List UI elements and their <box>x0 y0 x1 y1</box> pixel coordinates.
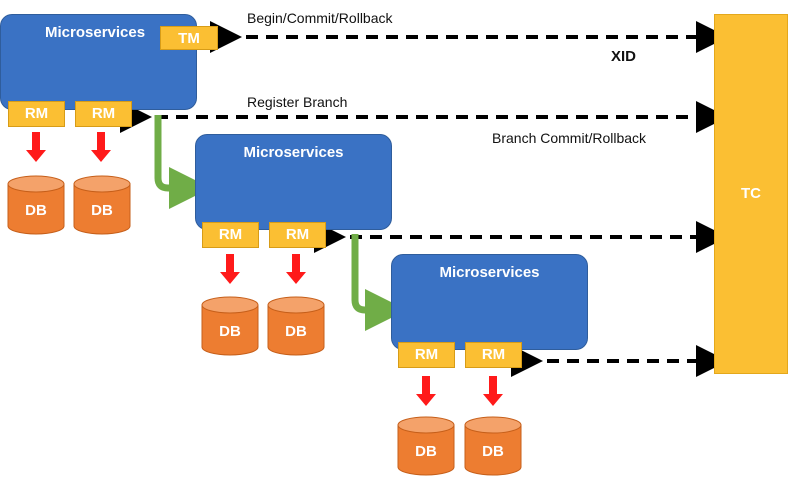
branch-commit-rollback-label: Branch Commit/Rollback <box>492 130 647 146</box>
db-label: DB <box>415 443 437 460</box>
rm-box: RM <box>465 342 522 368</box>
db-label: DB <box>25 202 47 219</box>
begin-commit-rollback-label: Begin/Commit/Rollback <box>247 10 393 26</box>
db-label: DB <box>285 323 307 340</box>
db-cylinder <box>201 296 259 356</box>
db-label: DB <box>219 323 241 340</box>
rm-db-arrow <box>483 376 503 406</box>
flow-arrow-1 <box>154 115 211 209</box>
rm-db-arrow <box>220 254 240 284</box>
rm-box: RM <box>75 101 132 127</box>
microservices-box-2: Microservices <box>195 134 392 230</box>
db-cylinder <box>7 175 65 235</box>
db-label: DB <box>91 202 113 219</box>
rm-db-arrow <box>286 254 306 284</box>
db-cylinder <box>73 175 131 235</box>
flow-arrow-2 <box>351 234 407 331</box>
microservices-title: Microservices <box>45 24 146 41</box>
db-cylinder <box>464 416 522 476</box>
rm-box: RM <box>8 101 65 127</box>
tc-box: TC <box>714 14 788 374</box>
tc-label: TC <box>741 185 761 202</box>
microservices-title: Microservices <box>243 144 344 161</box>
rm-box: RM <box>202 222 259 248</box>
rm-db-arrow <box>91 132 111 162</box>
rm-box: RM <box>398 342 455 368</box>
register-branch-label: Register Branch <box>247 94 348 110</box>
tm-box: TM <box>160 26 218 50</box>
rm-db-arrow <box>26 132 46 162</box>
db-cylinder <box>267 296 325 356</box>
microservices-box-3: Microservices <box>391 254 588 350</box>
db-label: DB <box>482 443 504 460</box>
microservices-title: Microservices <box>439 264 540 281</box>
rm-box: RM <box>269 222 326 248</box>
db-cylinder <box>397 416 455 476</box>
rm-db-arrow <box>416 376 436 406</box>
xid-label: XID <box>611 48 637 65</box>
